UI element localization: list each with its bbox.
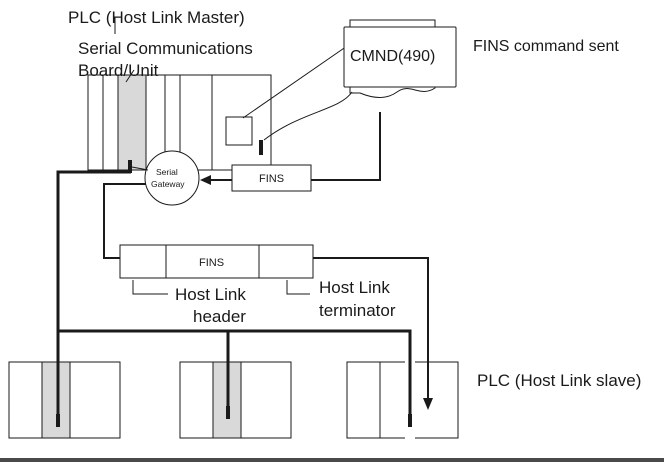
slave2-port-icon — [226, 406, 230, 419]
cmnd-box — [343, 26, 457, 88]
serial-gateway — [144, 150, 200, 206]
serial-communications-unit — [117, 74, 147, 171]
fins-box-label: FINS — [259, 173, 284, 185]
host-link-frame — [119, 244, 314, 279]
fins-command-sent-label: FINS command sent — [473, 38, 619, 55]
slave-plc-2 — [179, 331, 292, 439]
board-label-line1: Serial Communications — [78, 39, 253, 58]
command-sheet — [343, 19, 457, 98]
cmnd-label: CMND(490) — [350, 48, 435, 65]
master-serial-port-icon — [128, 160, 132, 173]
host-link-header-line2: header — [193, 307, 246, 326]
slave1-port-icon — [56, 414, 60, 427]
gateway-label-line2: Gateway — [151, 179, 185, 189]
slave-plc-3 — [346, 361, 459, 439]
host-link-header-line1: Host Link — [175, 285, 246, 304]
master-plc — [87, 74, 272, 171]
arrow-left-icon — [200, 175, 211, 185]
gateway-label-line1: Serial — [156, 167, 178, 177]
master-title: PLC (Host Link Master) — [68, 8, 245, 27]
frame-fins-label: FINS — [199, 257, 224, 269]
host-link-terminator-line1: Host Link — [319, 278, 390, 297]
board-label-line2: Board/Unit — [78, 61, 159, 80]
slave-plc-1 — [8, 331, 121, 439]
host-link-terminator-line2: terminator — [319, 301, 396, 320]
bottom-rule — [0, 458, 664, 462]
fins-box — [231, 164, 312, 192]
slave-label: PLC (Host Link slave) — [477, 371, 641, 390]
cpu-port-icon — [259, 140, 263, 155]
cpu-memory-icon — [225, 116, 253, 146]
arrow-down-icon — [423, 398, 433, 410]
